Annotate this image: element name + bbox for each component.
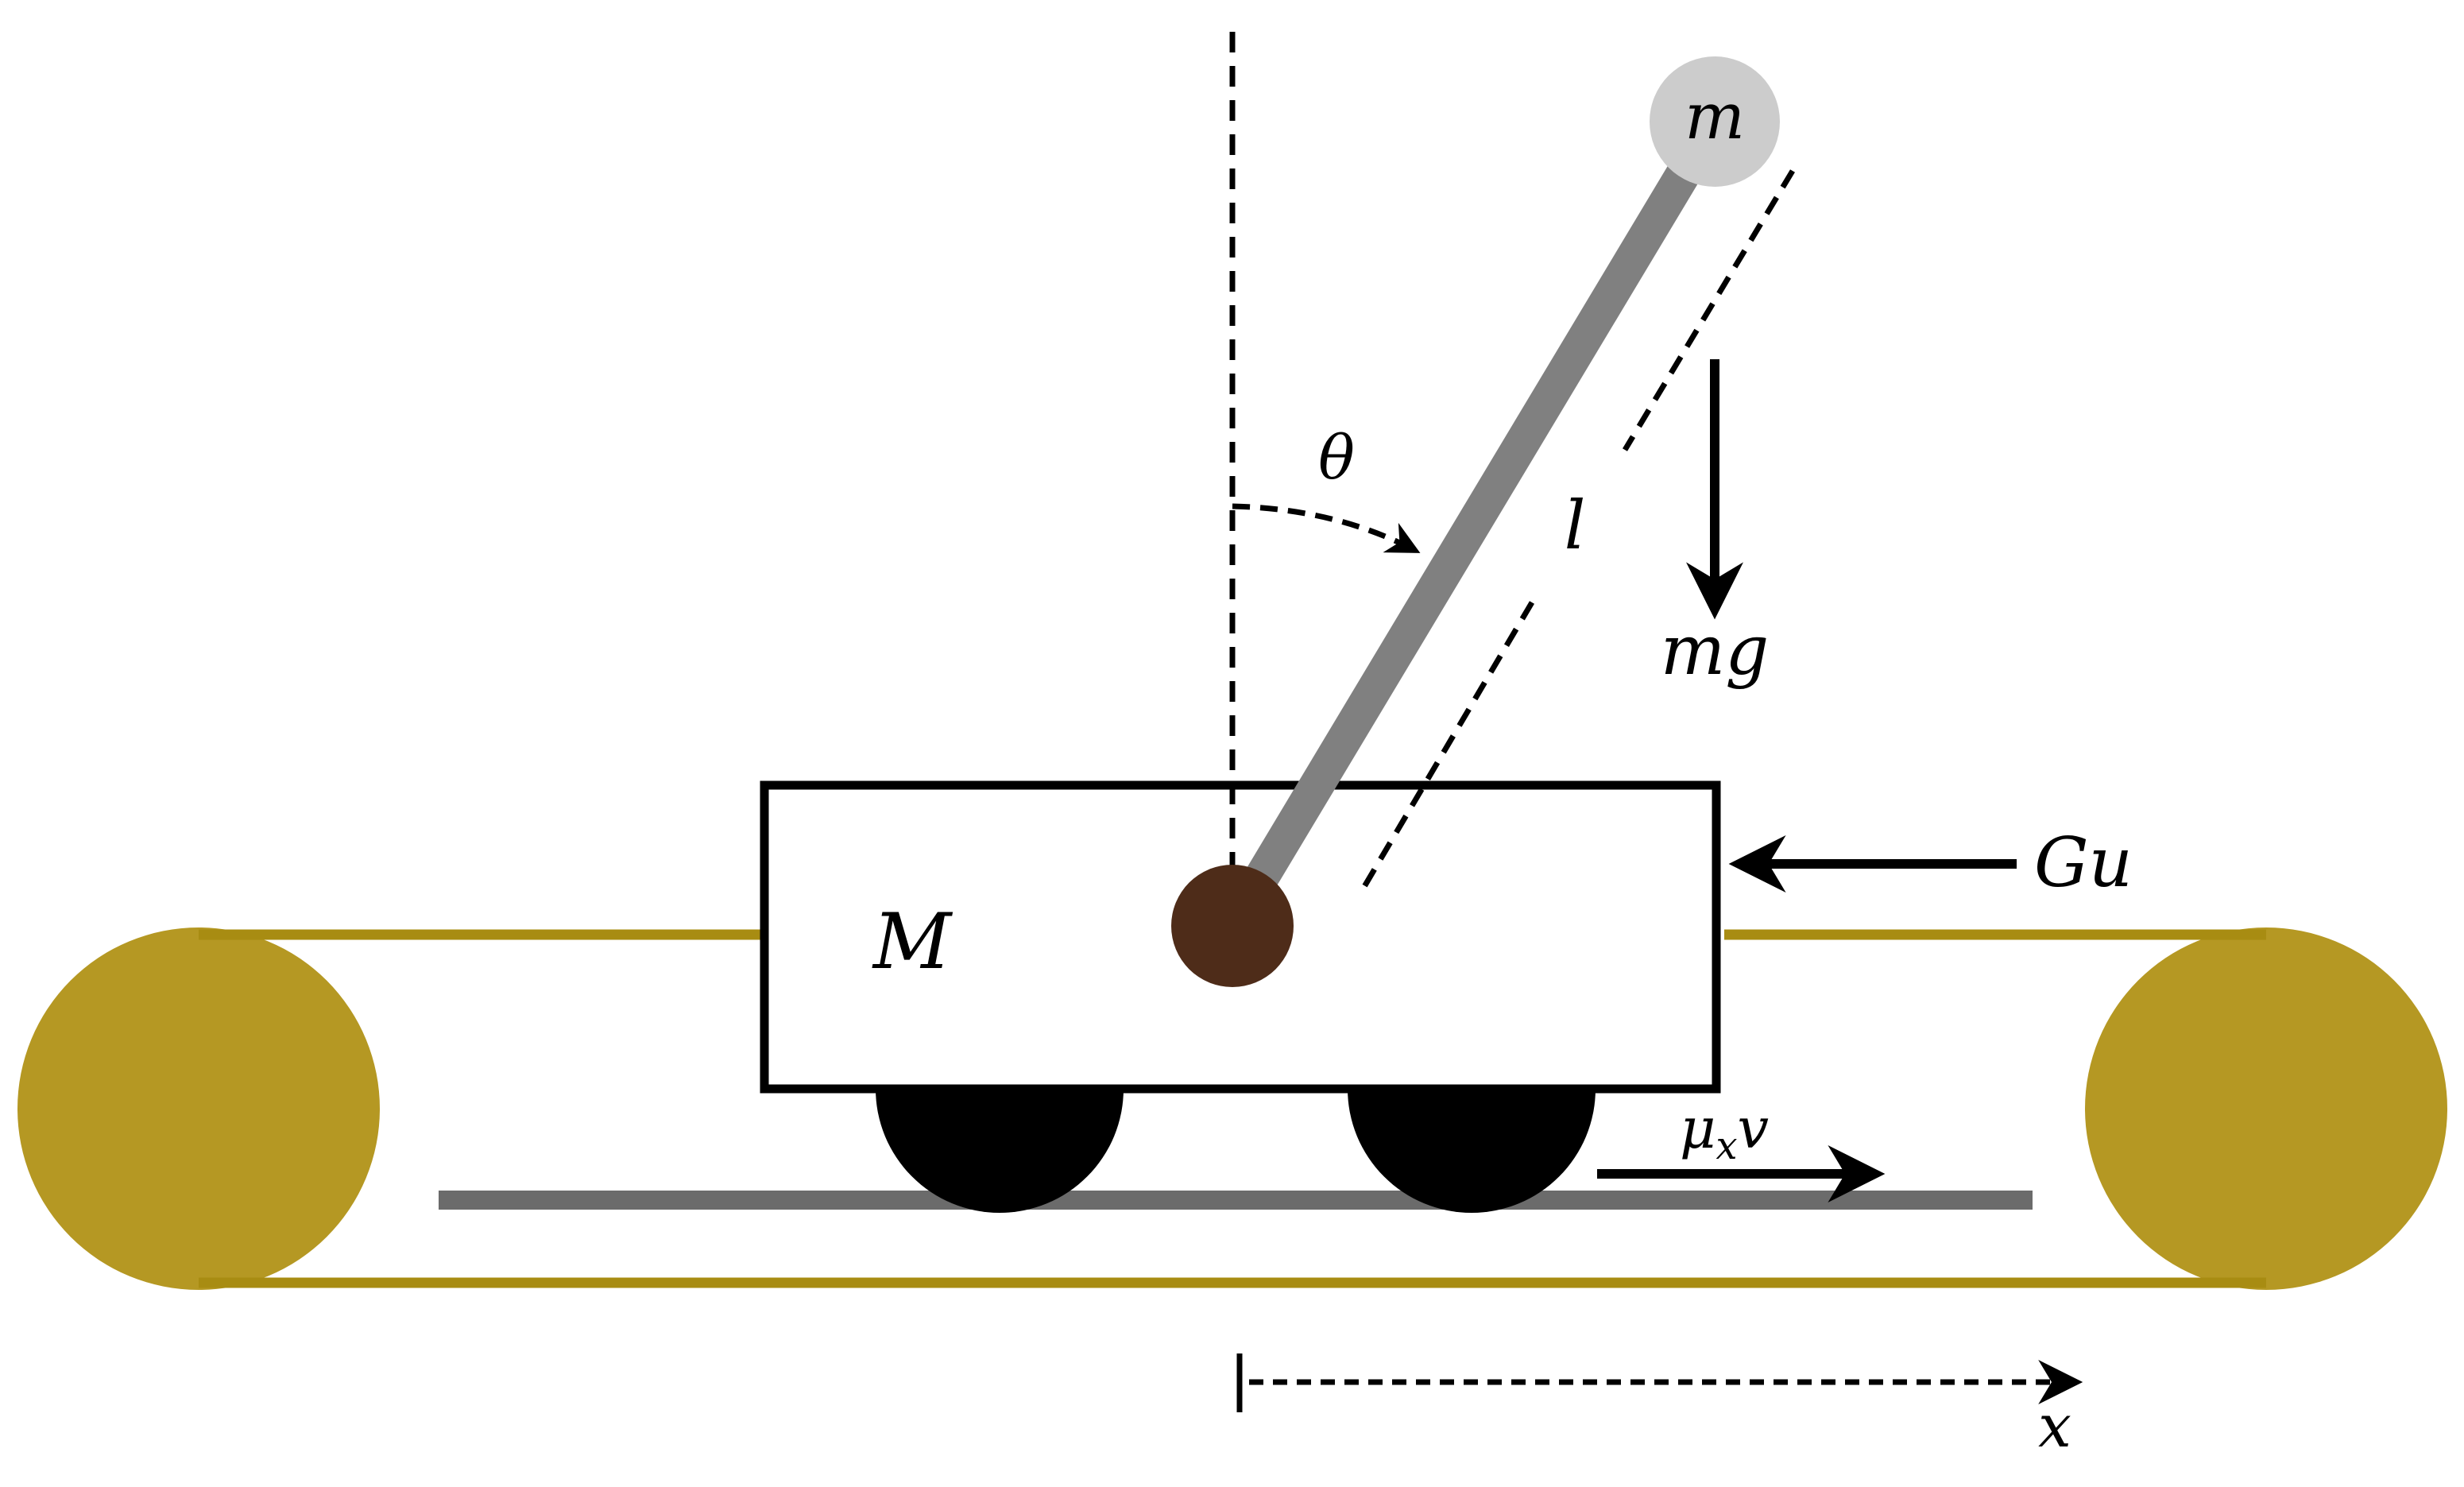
theta-arc-arrow	[1232, 503, 1421, 553]
gravity-force-label: mg	[1661, 611, 1770, 691]
pendulum-rod	[1217, 112, 1730, 935]
length-dimension-lower	[1357, 601, 1535, 895]
pendulum-bob	[1650, 56, 1780, 187]
friction-velocity: v	[1738, 1096, 1770, 1161]
friction-subscript: x	[1716, 1124, 1737, 1168]
angle-label: θ	[1318, 422, 1355, 493]
control-force-label: Gu	[2034, 823, 2133, 903]
cart-mass-label: M	[872, 897, 953, 986]
length-label: l	[1565, 486, 1586, 564]
rail	[439, 1191, 2033, 1210]
pivot-joint	[1171, 865, 1294, 987]
pendulum-mass-label: m	[1685, 79, 1745, 153]
friction-mu: μ	[1680, 1096, 1716, 1161]
length-dimension-upper	[1623, 169, 1795, 451]
left-wheel	[876, 1089, 1124, 1213]
position-label: x	[2038, 1392, 2071, 1461]
right-pulley	[2085, 927, 2447, 1290]
left-pulley	[17, 927, 380, 1290]
right-wheel	[1348, 1089, 1596, 1213]
friction-label: μxv	[1680, 1096, 1769, 1168]
